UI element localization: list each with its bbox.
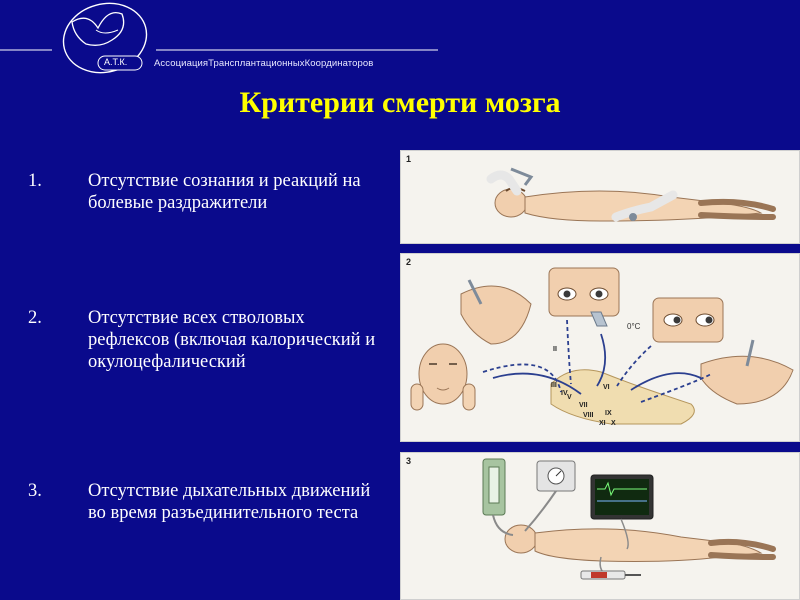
criterion-number: 3. xyxy=(28,481,42,501)
panel-3-apnea-test: 3 xyxy=(400,452,800,600)
temperature-label: 0°C xyxy=(627,322,641,331)
criterion-text: Отсутствие сознания и реакций на болевые… xyxy=(88,171,361,213)
nerve-label: III xyxy=(551,382,557,389)
panel-1-pain-test: 1 xyxy=(400,150,800,244)
criterion-number: 1. xyxy=(28,171,42,191)
apnea-test-illustration xyxy=(482,458,776,580)
nerve-label: II xyxy=(553,346,557,353)
association-name: АссоциацияТрансплантационныхКоординаторо… xyxy=(154,58,374,69)
page-title: Критерии смерти мозга xyxy=(239,86,561,119)
panel-number: 3 xyxy=(406,456,412,466)
criterion-text: Отсутствие всех стволовых рефлексов (вкл… xyxy=(88,308,376,372)
nerve-label: IX xyxy=(605,410,612,417)
nerve-label: XI xyxy=(599,420,606,427)
logo-text: А.Т.К. xyxy=(104,57,128,67)
nerve-label: VIII xyxy=(583,412,594,419)
nerve-label: V xyxy=(567,394,572,401)
nerve-label: IV xyxy=(561,390,568,397)
panel-2-brainstem-reflexes: 2 0°C II III IV V VI VII VIII IX X XI xyxy=(400,253,800,442)
criterion-text: Отсутствие дыхательных движений во время… xyxy=(88,481,371,523)
brainstem-reflexes-illustration xyxy=(410,267,794,425)
panel-number: 1 xyxy=(406,154,412,164)
nerve-label: X xyxy=(611,420,616,427)
criterion-number: 2. xyxy=(28,308,42,328)
patient-lying-illustration xyxy=(486,167,776,222)
atk-logo xyxy=(0,2,438,74)
panel-number: 2 xyxy=(406,257,412,267)
nerve-label: VI xyxy=(603,384,610,391)
nerve-label: VII xyxy=(579,402,588,409)
